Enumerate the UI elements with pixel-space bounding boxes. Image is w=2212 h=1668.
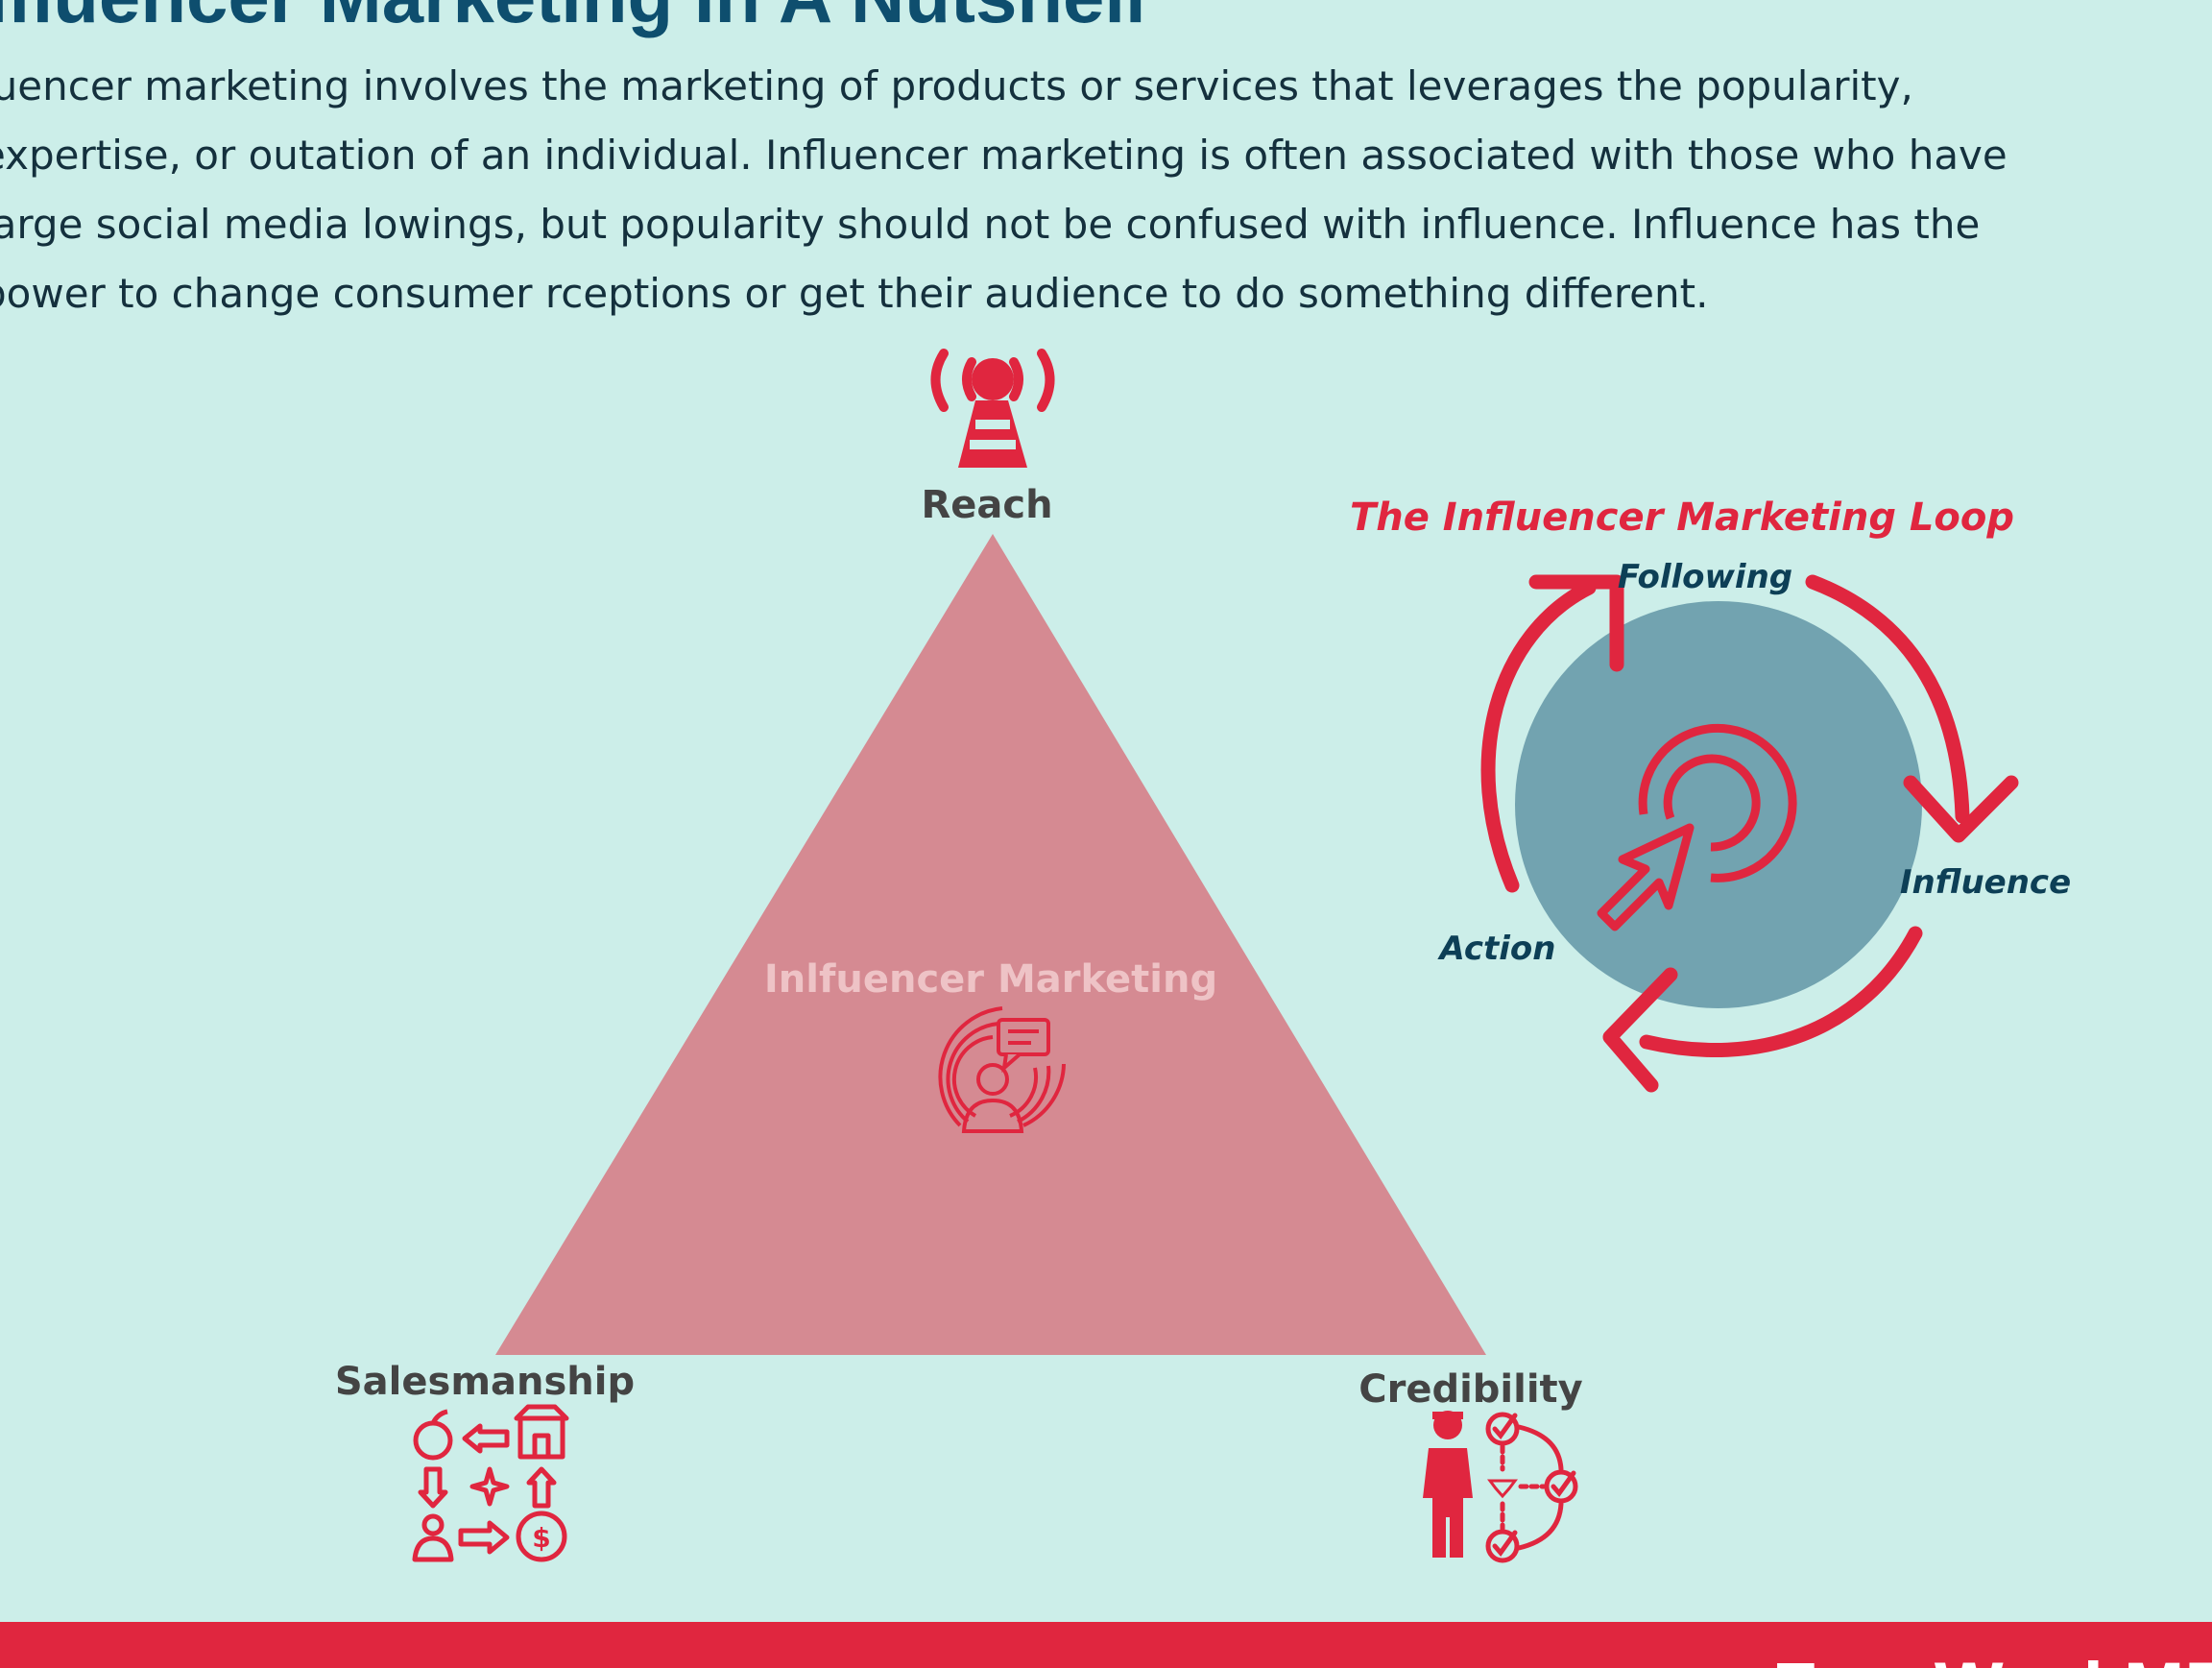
credibility-label: Credibility (1358, 1367, 1583, 1412)
credibility-checklist-icon (1423, 1411, 1578, 1563)
influencer-triangle (495, 534, 1486, 1355)
following-to-influence-arrow (1805, 574, 1970, 824)
loop-circle (1515, 601, 1922, 1008)
influencer-signal-icon (938, 1006, 1066, 1133)
footer-bar: FourWeekMB (0, 1622, 2212, 1668)
salesmanship-label: Salesmanship (335, 1360, 635, 1404)
loop-title: The Influencer Marketing Loop (1350, 496, 2014, 540)
action-to-following-arrow (1480, 580, 1597, 893)
intro-paragraph: luencer marketing involves the marketing… (0, 62, 2008, 317)
influence-to-action-arrow (1639, 926, 1923, 1058)
footer-brand: FourWeekMB (1772, 1653, 2212, 1668)
reach-label: Reach (921, 483, 1052, 527)
loop-stage-action: Action (1437, 930, 1556, 968)
cursor-click-target-icon (1597, 723, 1797, 931)
loop-stage-influence: Influence (1900, 863, 2071, 902)
triangle-center-label: Inlfuencer Marketing (764, 957, 1217, 1002)
loop-stage-following: Following (1618, 558, 1792, 596)
broadcast-tower-icon (930, 349, 1055, 468)
sales-flow-icon: $ (412, 1404, 569, 1562)
page-title: nfluencer Marketing In A Nutshell (0, 0, 1146, 35)
svg-text:$: $ (532, 1522, 550, 1554)
